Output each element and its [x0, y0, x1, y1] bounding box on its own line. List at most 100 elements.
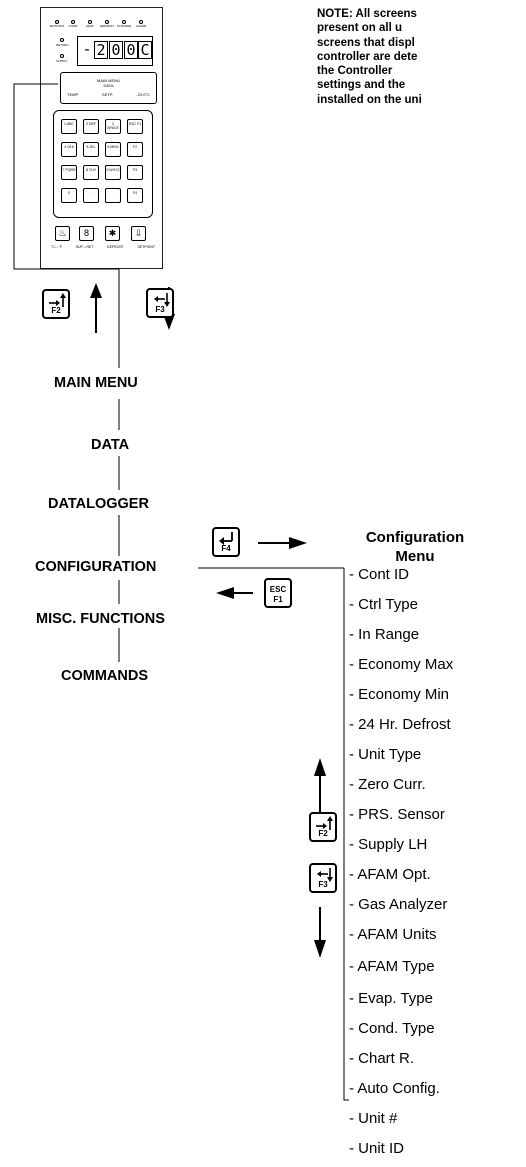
display-digit: C: [138, 41, 152, 59]
supply-led: SUPPLY: [56, 54, 68, 63]
config-item-evap-type[interactable]: - Evap. Type: [349, 990, 433, 1007]
note-line: the Controller: [317, 65, 393, 78]
menu-item-main-menu[interactable]: MAIN MENU: [54, 375, 138, 391]
config-item-ctrl-type[interactable]: - Ctrl Type: [349, 596, 418, 613]
display-digit: -: [82, 40, 92, 58]
status-led-row: SETPOINT COMP HEAT DEFROST IN RANGE ALAR…: [49, 20, 154, 34]
note-line: installed on the uni: [317, 93, 422, 106]
config-item-prs-sensor[interactable]: - PRS. Sensor: [349, 806, 445, 823]
keypad-key[interactable]: 8 TUV: [83, 165, 99, 180]
menu-item-commands[interactable]: COMMANDS: [61, 668, 148, 684]
keypad-key[interactable]: F3: [127, 165, 143, 180]
lcd-screen: MAIN MENU DATA TEMP. SETP. -20.0°C: [60, 72, 157, 104]
up-right-arrow-icon: [316, 816, 333, 830]
config-f2-key-label: F2: [318, 829, 328, 838]
menu-item-configuration[interactable]: CONFIGURATION: [35, 559, 157, 575]
setpoint-led: SETPOINT: [48, 20, 66, 28]
config-item-cond-type[interactable]: - Cond. Type: [349, 1020, 435, 1037]
defrost-key[interactable]: ✱: [105, 226, 120, 241]
supply-return-key[interactable]: 8: [79, 226, 94, 241]
config-item-zero-curr[interactable]: - Zero Curr.: [349, 776, 426, 793]
esc-key-label: ESC: [269, 585, 287, 594]
note-line: controller are dete: [317, 50, 418, 63]
display-digit: 2: [94, 41, 108, 59]
keypad-key[interactable]: 3 SPACE: [105, 119, 121, 134]
unit-toggle-key[interactable]: ♨: [55, 226, 70, 241]
config-f3-key-label: F3: [318, 880, 328, 889]
down-left-arrow-icon: [154, 293, 170, 307]
config-item-gas-analyzer[interactable]: - Gas Analyzer: [349, 896, 448, 913]
temperature-display: - 2 0 0 C: [77, 36, 153, 66]
keypad-key[interactable]: 5 JKL: [83, 142, 99, 157]
config-up-arrow-head: [314, 758, 326, 776]
note-line: NOTE: All screens: [317, 8, 417, 20]
keypad-key[interactable]: F4: [127, 188, 143, 203]
up-right-arrow-icon: [49, 293, 66, 307]
keypad-key[interactable]: 7 PQRS: [61, 165, 77, 180]
heat-led: HEAT: [81, 20, 99, 28]
config-item-in-range[interactable]: - In Range: [349, 626, 420, 643]
controller-panel: SETPOINT COMP HEAT DEFROST IN RANGE ALAR…: [40, 7, 163, 269]
f4-key-label: F4: [221, 544, 231, 553]
keypad-key[interactable]: ESC F1: [127, 119, 143, 134]
config-item-economy-max[interactable]: - Economy Max: [349, 656, 454, 673]
down-arrow-head: [163, 314, 175, 330]
f3-key-button[interactable]: F3: [146, 288, 174, 318]
right-arrow-head: [289, 537, 307, 549]
f3-key-label: F3: [155, 305, 165, 314]
menu-item-data[interactable]: DATA: [91, 437, 130, 453]
note-line: screens that displ: [317, 36, 415, 49]
keypad-key[interactable]: 6 MNO: [105, 142, 121, 157]
config-item-unit-type[interactable]: - Unit Type: [349, 746, 422, 763]
configuration-bracket-line: [343, 568, 349, 1101]
keypad-key[interactable]: 4 GHI: [61, 142, 77, 157]
keypad-key[interactable]: .: [105, 188, 121, 203]
menu-item-datalogger[interactable]: DATALOGGER: [48, 496, 149, 512]
setpoint-icon: ⇩: [134, 228, 143, 238]
config-item-economy-min[interactable]: - Economy Min: [349, 686, 450, 703]
return-led: RETURN: [56, 38, 69, 47]
keypad-key[interactable]: 0: [61, 188, 77, 203]
function-key-labels: °C↔°F SUP↔RET DEFROST SETPOINT: [51, 245, 155, 249]
config-item-chart-r[interactable]: - Chart R.: [349, 1050, 415, 1067]
f1-key-label: F1: [273, 595, 283, 604]
digit-icon: 8: [83, 228, 89, 238]
configuration-menu-title: Configuration Menu: [365, 529, 465, 565]
f2-key-label: F2: [51, 306, 61, 315]
defrost-led: DEFROST: [98, 20, 116, 28]
comp-led: COMP: [64, 20, 82, 28]
lcd-line-3: TEMP. SETP. -20.0°C: [67, 92, 150, 97]
config-f3-key-button[interactable]: F3: [309, 863, 337, 893]
left-arrow-head: [216, 587, 234, 599]
config-down-arrow-head: [314, 940, 326, 958]
keypad-key[interactable]: 9 WXYZ: [105, 165, 121, 180]
config-item-24hr-defrost[interactable]: - 24 Hr. Defrost: [349, 716, 451, 733]
f2-key-button[interactable]: F2: [42, 289, 70, 319]
config-item-afam-opt[interactable]: - AFAM Opt.: [349, 866, 431, 883]
config-item-afam-units[interactable]: - AFAM Units: [349, 926, 437, 943]
in-range-led: IN RANGE: [115, 20, 133, 28]
note-text: NOTE: All screens present on all u scree…: [317, 7, 526, 107]
keypad-key[interactable]: -: [83, 188, 99, 203]
config-item-auto-config[interactable]: - Auto Config.: [349, 1080, 440, 1097]
keypad-key[interactable]: 2 DEF: [83, 119, 99, 134]
enter-icon: [219, 532, 233, 545]
setpoint-key[interactable]: ⇩: [131, 226, 146, 241]
menu-item-misc-functions[interactable]: MISC. FUNCTIONS: [36, 611, 165, 627]
config-item-supply-lh[interactable]: - Supply LH: [349, 836, 428, 853]
note-line: settings and the: [317, 79, 406, 92]
keypad-key[interactable]: F2: [127, 142, 143, 157]
lcd-line-2: DATA: [103, 83, 114, 88]
f4-key-button[interactable]: F4: [212, 527, 240, 557]
display-digit: 0: [124, 41, 138, 59]
config-item-afam-type[interactable]: - AFAM Type: [349, 958, 435, 975]
esc-f1-key-button[interactable]: ESC F1: [264, 578, 292, 608]
keypad-key[interactable]: 1 ABC: [61, 119, 77, 134]
keypad: 1 ABC 2 DEF 3 SPACE ESC F1 4 GHI 5 JKL 6…: [53, 110, 153, 218]
config-f2-key-button[interactable]: F2: [309, 812, 337, 842]
config-item-cont-id[interactable]: - Cont ID: [349, 566, 410, 583]
lcd-connector-line: [13, 83, 120, 368]
config-item-unit-id[interactable]: - Unit ID: [349, 1140, 405, 1157]
config-item-unit-number[interactable]: - Unit #: [349, 1110, 398, 1127]
